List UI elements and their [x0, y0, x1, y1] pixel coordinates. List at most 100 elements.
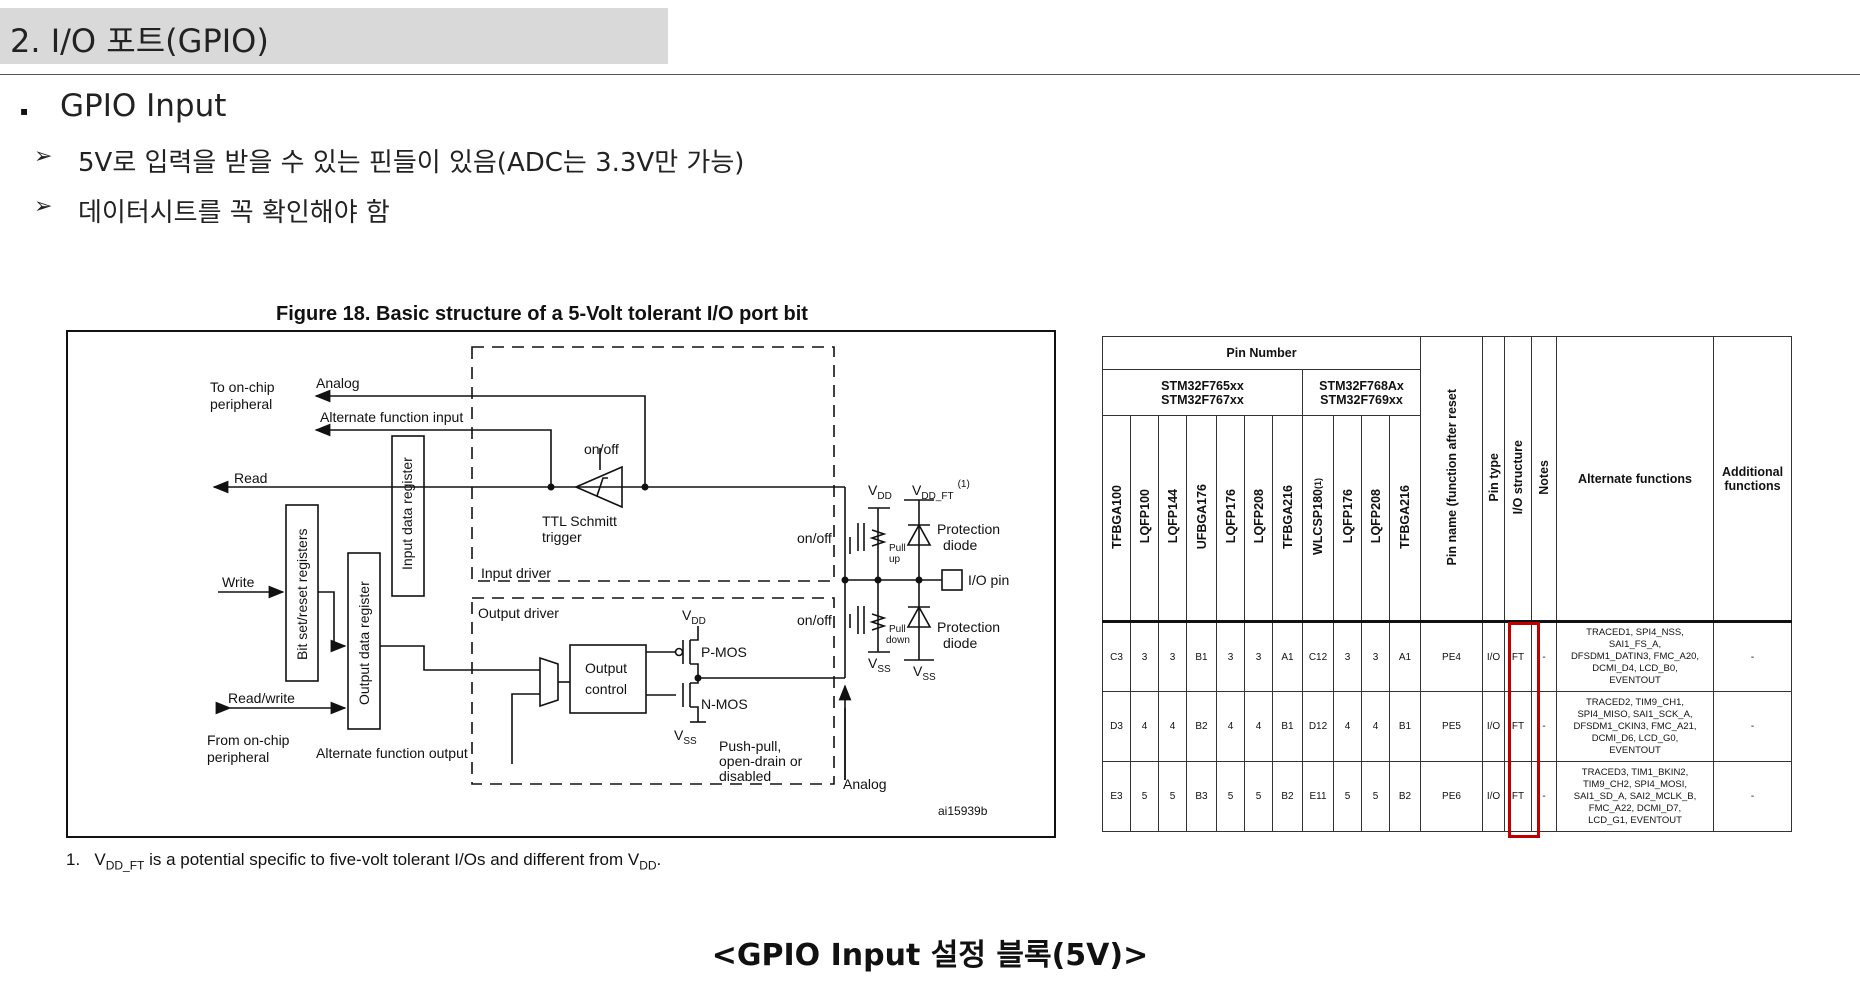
- alt-input-label: Alternate function input: [320, 409, 463, 425]
- output-data-register-label: Output data register: [356, 581, 372, 705]
- alt-function-line: DCMI_D6, LCD_G0,: [1591, 732, 1679, 744]
- footnote-text: is a potential specific to five-volt tol…: [144, 850, 640, 869]
- name-cell: PE6: [1420, 761, 1483, 832]
- from-peripheral-label: peripheral: [207, 749, 269, 765]
- alt-function-line: SAI1_FS_A,: [1608, 639, 1662, 650]
- footnote-sub: DD_FT: [105, 858, 145, 873]
- pin-cell: 5: [1216, 761, 1245, 832]
- package-name: LQFP208: [1251, 489, 1266, 544]
- type-cell: I/O: [1482, 761, 1505, 832]
- package-name: LQFP144: [1165, 489, 1180, 544]
- footnote-sub: DD: [639, 858, 657, 873]
- pin-cell: 4: [1333, 691, 1362, 762]
- onoff-label: on/off: [584, 441, 619, 457]
- footnote-end: .: [656, 850, 662, 869]
- arrow-bullet-icon: ➢: [34, 194, 53, 219]
- alt-functions-cell: TRACED2, TIM9_CH1,SPI4_MISO, SAI1_SCK_A,…: [1556, 691, 1714, 762]
- pin-cell: 5: [1158, 761, 1187, 832]
- pin-cell: 3: [1333, 621, 1362, 692]
- vss-label: VSS: [868, 655, 891, 675]
- additional-header-text: functions: [1724, 478, 1781, 493]
- pin-cell: B2: [1186, 691, 1217, 762]
- pin-cell: 5: [1130, 761, 1159, 832]
- pin-cell: C12: [1302, 621, 1334, 692]
- package-header: LQFP176: [1216, 415, 1245, 622]
- pull-up-label-1: Pull: [889, 543, 906, 554]
- pin-cell: 4: [1158, 691, 1187, 762]
- notes-header-text: Notes: [1537, 459, 1551, 495]
- package-name: LQFP208: [1368, 489, 1383, 544]
- type-cell: I/O: [1482, 621, 1505, 692]
- alt-output-label: Alternate function output: [316, 745, 468, 761]
- input-data-register-label: Input data register: [399, 457, 415, 570]
- pin-cell: 3: [1158, 621, 1187, 692]
- alt-function-line: FMC_A22, DCMI_D7,: [1588, 802, 1682, 814]
- vss-mos-label: VSS: [674, 727, 697, 747]
- alt-function-line: SAI1_SD_A, SAI2_MCLK_B,: [1573, 790, 1697, 802]
- to-onchip-label: To on-chip: [210, 379, 275, 395]
- package-header: LQFP100: [1130, 415, 1159, 622]
- trigger-label: trigger: [542, 529, 582, 545]
- pull-down-label-2: down: [886, 635, 910, 646]
- additional-header-text: Additional: [1721, 464, 1784, 479]
- io-structure-header-text: I/O structure: [1511, 439, 1525, 515]
- analog-out-label: Analog: [843, 776, 887, 792]
- package-header: WLCSP180(1): [1302, 415, 1334, 622]
- package-name: TFBGA100: [1109, 484, 1124, 549]
- diode-label-2: diode: [943, 635, 977, 651]
- package-header: LQFP144: [1158, 415, 1187, 622]
- figure-frame: [66, 330, 1056, 838]
- io-structure-header: I/O structure: [1504, 336, 1532, 622]
- pin-cell: D3: [1102, 691, 1131, 762]
- page-title: 2. I/O 포트(GPIO): [10, 22, 269, 60]
- peripheral-label: peripheral: [210, 396, 272, 412]
- notes-cell: -: [1531, 621, 1557, 692]
- notes-cell: -: [1531, 691, 1557, 762]
- pin-cell: B2: [1272, 761, 1303, 832]
- bullet-icon: ▪: [20, 104, 29, 118]
- package-name: TFBGA216: [1398, 484, 1412, 549]
- nmos-label: N-MOS: [701, 696, 748, 712]
- pushpull-label-2: open-drain or: [719, 753, 803, 769]
- group-name: STM32F767xx: [1161, 392, 1244, 407]
- pushpull-label-1: Push-pull,: [719, 738, 781, 754]
- figure-caption: <GPIO Input 설정 블록(5V)>: [711, 938, 1149, 973]
- pin-name-header: Pin name (function after reset: [1420, 336, 1483, 622]
- figure-footnote: 1. VDD_FT is a potential specific to fiv…: [66, 850, 661, 872]
- pin-cell: E11: [1302, 761, 1334, 832]
- figure-id-label: ai15939b: [938, 804, 988, 818]
- alt-function-line: TRACED2, TIM9_CH1,: [1585, 696, 1684, 708]
- protection-label-2: Protection: [937, 619, 1000, 635]
- output-label: Output: [585, 660, 627, 676]
- vss-2-label: VSS: [913, 663, 936, 683]
- pin-cell: D12: [1302, 691, 1334, 762]
- input-driver-label: Input driver: [481, 565, 551, 581]
- pin-cell: B2: [1389, 761, 1421, 832]
- package-name: TFBGA216: [1280, 484, 1295, 549]
- pin-cell: A1: [1272, 621, 1303, 692]
- analog-label: Analog: [316, 375, 360, 391]
- vdd-mos-label: VDD: [682, 607, 706, 627]
- name-cell: PE5: [1420, 691, 1483, 762]
- alt-function-line: DFSDM1_DATIN3, FMC_A20,: [1570, 651, 1700, 662]
- bit-set-reset-label: Bit set/reset registers: [294, 529, 310, 661]
- additional-cell: -: [1713, 621, 1792, 692]
- pin-cell: B1: [1272, 691, 1303, 762]
- pin-cell: 4: [1130, 691, 1159, 762]
- package-name: LQFP176: [1223, 489, 1238, 544]
- alt-function-line: EVENTOUT: [1609, 675, 1661, 686]
- type-cell: I/O: [1482, 691, 1505, 762]
- additional-cell: -: [1713, 761, 1792, 832]
- pin-cell: 5: [1244, 761, 1273, 832]
- pin-cell: 4: [1216, 691, 1245, 762]
- additional-cell: -: [1713, 691, 1792, 762]
- package-note: (1): [1313, 478, 1323, 489]
- alt-function-line: SPI4_MISO, SAI1_SCK_A,: [1577, 708, 1693, 720]
- pin-cell: 3: [1130, 621, 1159, 692]
- alt-functions-cell: TRACED1, SPI4_NSS,SAI1_FS_A,DFSDM1_DATIN…: [1556, 621, 1714, 692]
- pin-cell: 3: [1216, 621, 1245, 692]
- sub-item: 5V로 입력을 받을 수 있는 핀들이 있음(ADC는 3.3V만 가능): [78, 148, 745, 178]
- pin-type-header: Pin type: [1482, 336, 1505, 622]
- io-pin-label: I/O pin: [968, 572, 1009, 588]
- write-label: Write: [222, 574, 255, 590]
